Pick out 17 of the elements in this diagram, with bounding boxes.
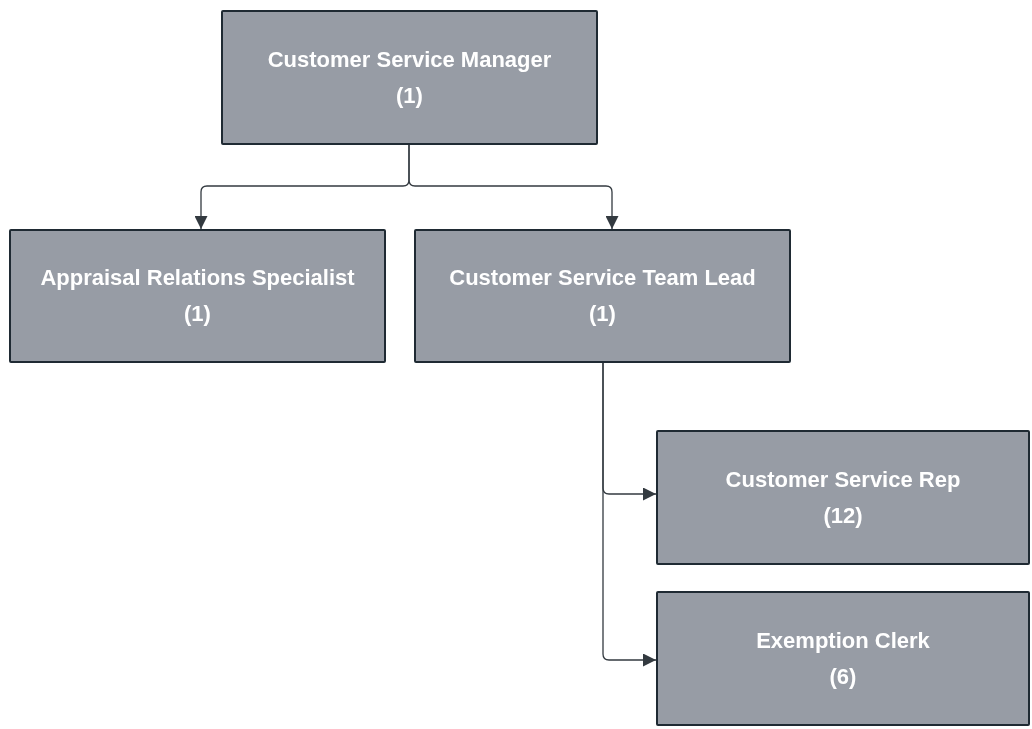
role-box: [414, 229, 791, 363]
connector-arrow: [408, 144, 619, 230]
role-box: [656, 430, 1030, 565]
role-title: Customer Service Manager: [267, 45, 552, 74]
connector-arrow: [602, 362, 657, 667]
role-box: [656, 591, 1030, 726]
role-title: Exemption Clerk: [756, 626, 930, 655]
role-box: [221, 10, 598, 145]
headcount: (12): [823, 501, 863, 530]
headcount: (1): [396, 81, 423, 110]
headcount: (1): [184, 300, 211, 328]
role-title: Appraisal Relations Specialist: [40, 264, 355, 292]
role-box: [9, 229, 386, 363]
headcount: (1): [589, 300, 616, 328]
headcount: (6): [829, 662, 857, 691]
role-title: Customer Service Rep: [725, 465, 961, 494]
role-title: Customer Service Team Lead: [449, 264, 756, 292]
